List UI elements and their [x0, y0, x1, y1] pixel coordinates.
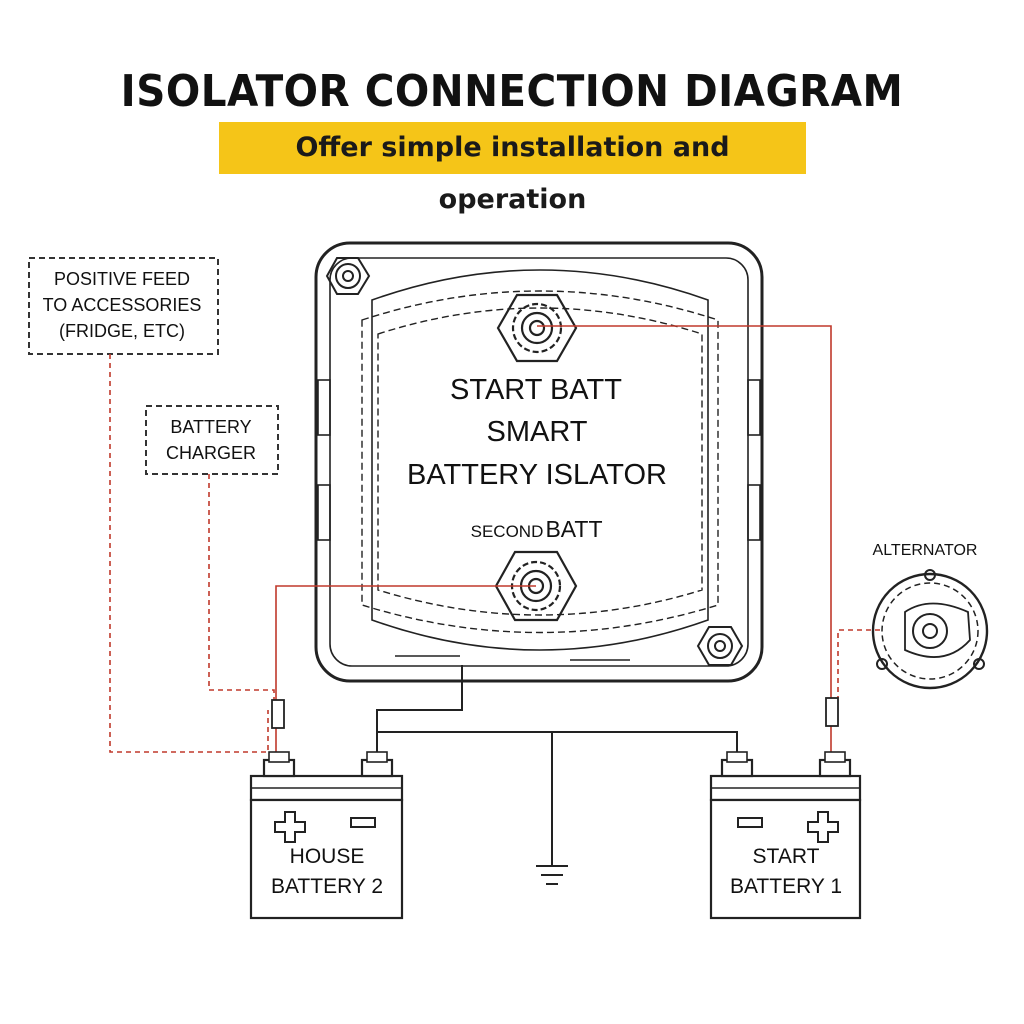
positive-feed-line3: (FRIDGE, ETC)	[59, 321, 185, 341]
house-battery-label-line2: BATTERY 2	[271, 875, 383, 898]
alternator-wire	[837, 629, 880, 698]
isolator-label-second: SECOND	[471, 522, 544, 541]
battery-charger-box: BATTERY CHARGER	[145, 405, 279, 475]
ground-wires	[376, 665, 738, 865]
mount-bolt-top-left	[325, 257, 371, 295]
house-fuse	[271, 699, 285, 729]
start-batt-terminal	[496, 293, 578, 363]
isolator-label-start-batt: START BATT	[450, 374, 622, 406]
ground-icon	[536, 865, 568, 885]
start-battery-label-line2: BATTERY 1	[730, 875, 842, 898]
positive-feed-box: POSITIVE FEED TO ACCESSORIES (FRIDGE, ET…	[28, 257, 219, 355]
battery-charger-line1: BATTERY	[170, 417, 251, 437]
isolator-label-battery-islator: BATTERY ISLATOR	[407, 459, 667, 491]
house-battery	[249, 751, 404, 920]
start-fuse	[825, 697, 839, 727]
start-battery-positive-wire	[537, 325, 832, 765]
battery-charger-line2: CHARGER	[166, 443, 256, 463]
alternator-label: ALTERNATOR	[873, 542, 978, 559]
start-battery	[709, 751, 862, 920]
alternator-icon	[871, 569, 989, 690]
accessory-feed-wire	[109, 354, 269, 753]
house-battery-label-line1: HOUSE	[290, 845, 365, 868]
isolator-label-batt: BATT	[545, 516, 602, 542]
positive-feed-line2: TO ACCESSORIES	[43, 295, 202, 315]
charger-wire	[208, 474, 275, 705]
subtitle-banner: Offer simple installation and operation	[219, 122, 806, 215]
positive-feed-line1: POSITIVE FEED	[54, 269, 190, 289]
isolator-unit	[314, 241, 764, 683]
diagram-title: ISOLATOR CONNECTION DIAGRAM	[120, 66, 904, 117]
start-battery-label-line1: START	[753, 845, 820, 868]
mount-bolt-bottom-right	[696, 626, 744, 666]
isolator-label-smart: SMART	[487, 416, 588, 448]
